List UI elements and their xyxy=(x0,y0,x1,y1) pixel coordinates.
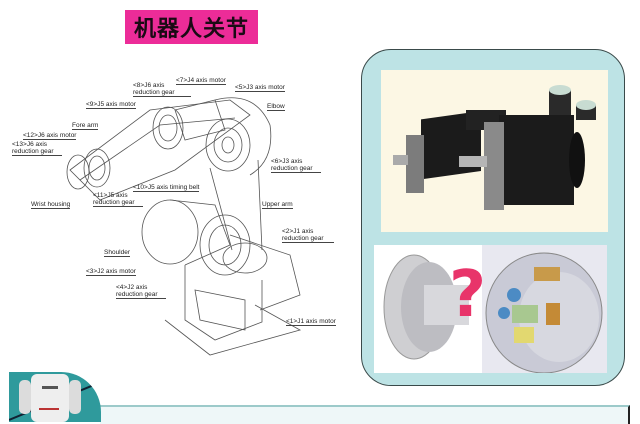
slide-footer-bar xyxy=(100,405,630,424)
reducer-cutaway-icon xyxy=(374,245,607,374)
label-j6-reduction-gear-8: <8>J6 axis reduction gear xyxy=(133,82,191,97)
label-j6-reduction-gear-13: <13>J6 axis reduction gear xyxy=(12,141,62,156)
label-wrist-housing: Wrist housing xyxy=(31,201,71,209)
servo-motors-image xyxy=(381,70,608,232)
label-shoulder: Shoulder xyxy=(104,249,131,257)
label-j6-axis-motor-12: <12>J6 axis motor xyxy=(23,132,77,140)
robot-arm-drawing xyxy=(66,97,302,356)
label-elbow: Elbow xyxy=(267,103,285,111)
label-j5-timing-belt-10: <10>J5 axis timing belt xyxy=(133,184,200,192)
label-fore-arm: Fore arm xyxy=(72,122,99,130)
slide-title-text: 机器人关节 xyxy=(133,17,249,42)
robot-arm-diagram: <8>J6 axis reduction gear <7>J4 axis mot… xyxy=(0,60,355,360)
label-j1-axis-motor-1: <1>J1 axis motor xyxy=(286,318,336,326)
label-j2-axis-motor-3: <3>J2 axis motor xyxy=(86,268,136,276)
servo-motor-icon xyxy=(393,85,596,210)
label-j5-axis-motor-9: <9>J5 axis motor xyxy=(86,101,136,109)
question-mark-icon: ? xyxy=(449,258,487,332)
label-upper-arm: Upper arm xyxy=(262,201,293,209)
label-j2-reduction-gear-4: <4>J2 axis reduction gear xyxy=(116,284,166,299)
humanoid-robot-thumbnail xyxy=(9,372,101,422)
label-j5-reduction-gear-11: <11>J5 axis reduction gear xyxy=(93,192,143,207)
gear-reducers-image: ? xyxy=(374,245,607,374)
label-j1-reduction-gear-2: <2>J1 axis reduction gear xyxy=(282,228,334,243)
label-j3-axis-motor-5: <5>J3 axis motor xyxy=(235,84,285,92)
label-j4-axis-motor-7: <7>J4 axis motor xyxy=(176,77,226,85)
label-j3-reduction-gear-6: <6>J3 axis reduction gear xyxy=(271,158,321,173)
slide-title: 机器人关节 xyxy=(125,10,258,44)
robot-icon xyxy=(9,374,101,422)
